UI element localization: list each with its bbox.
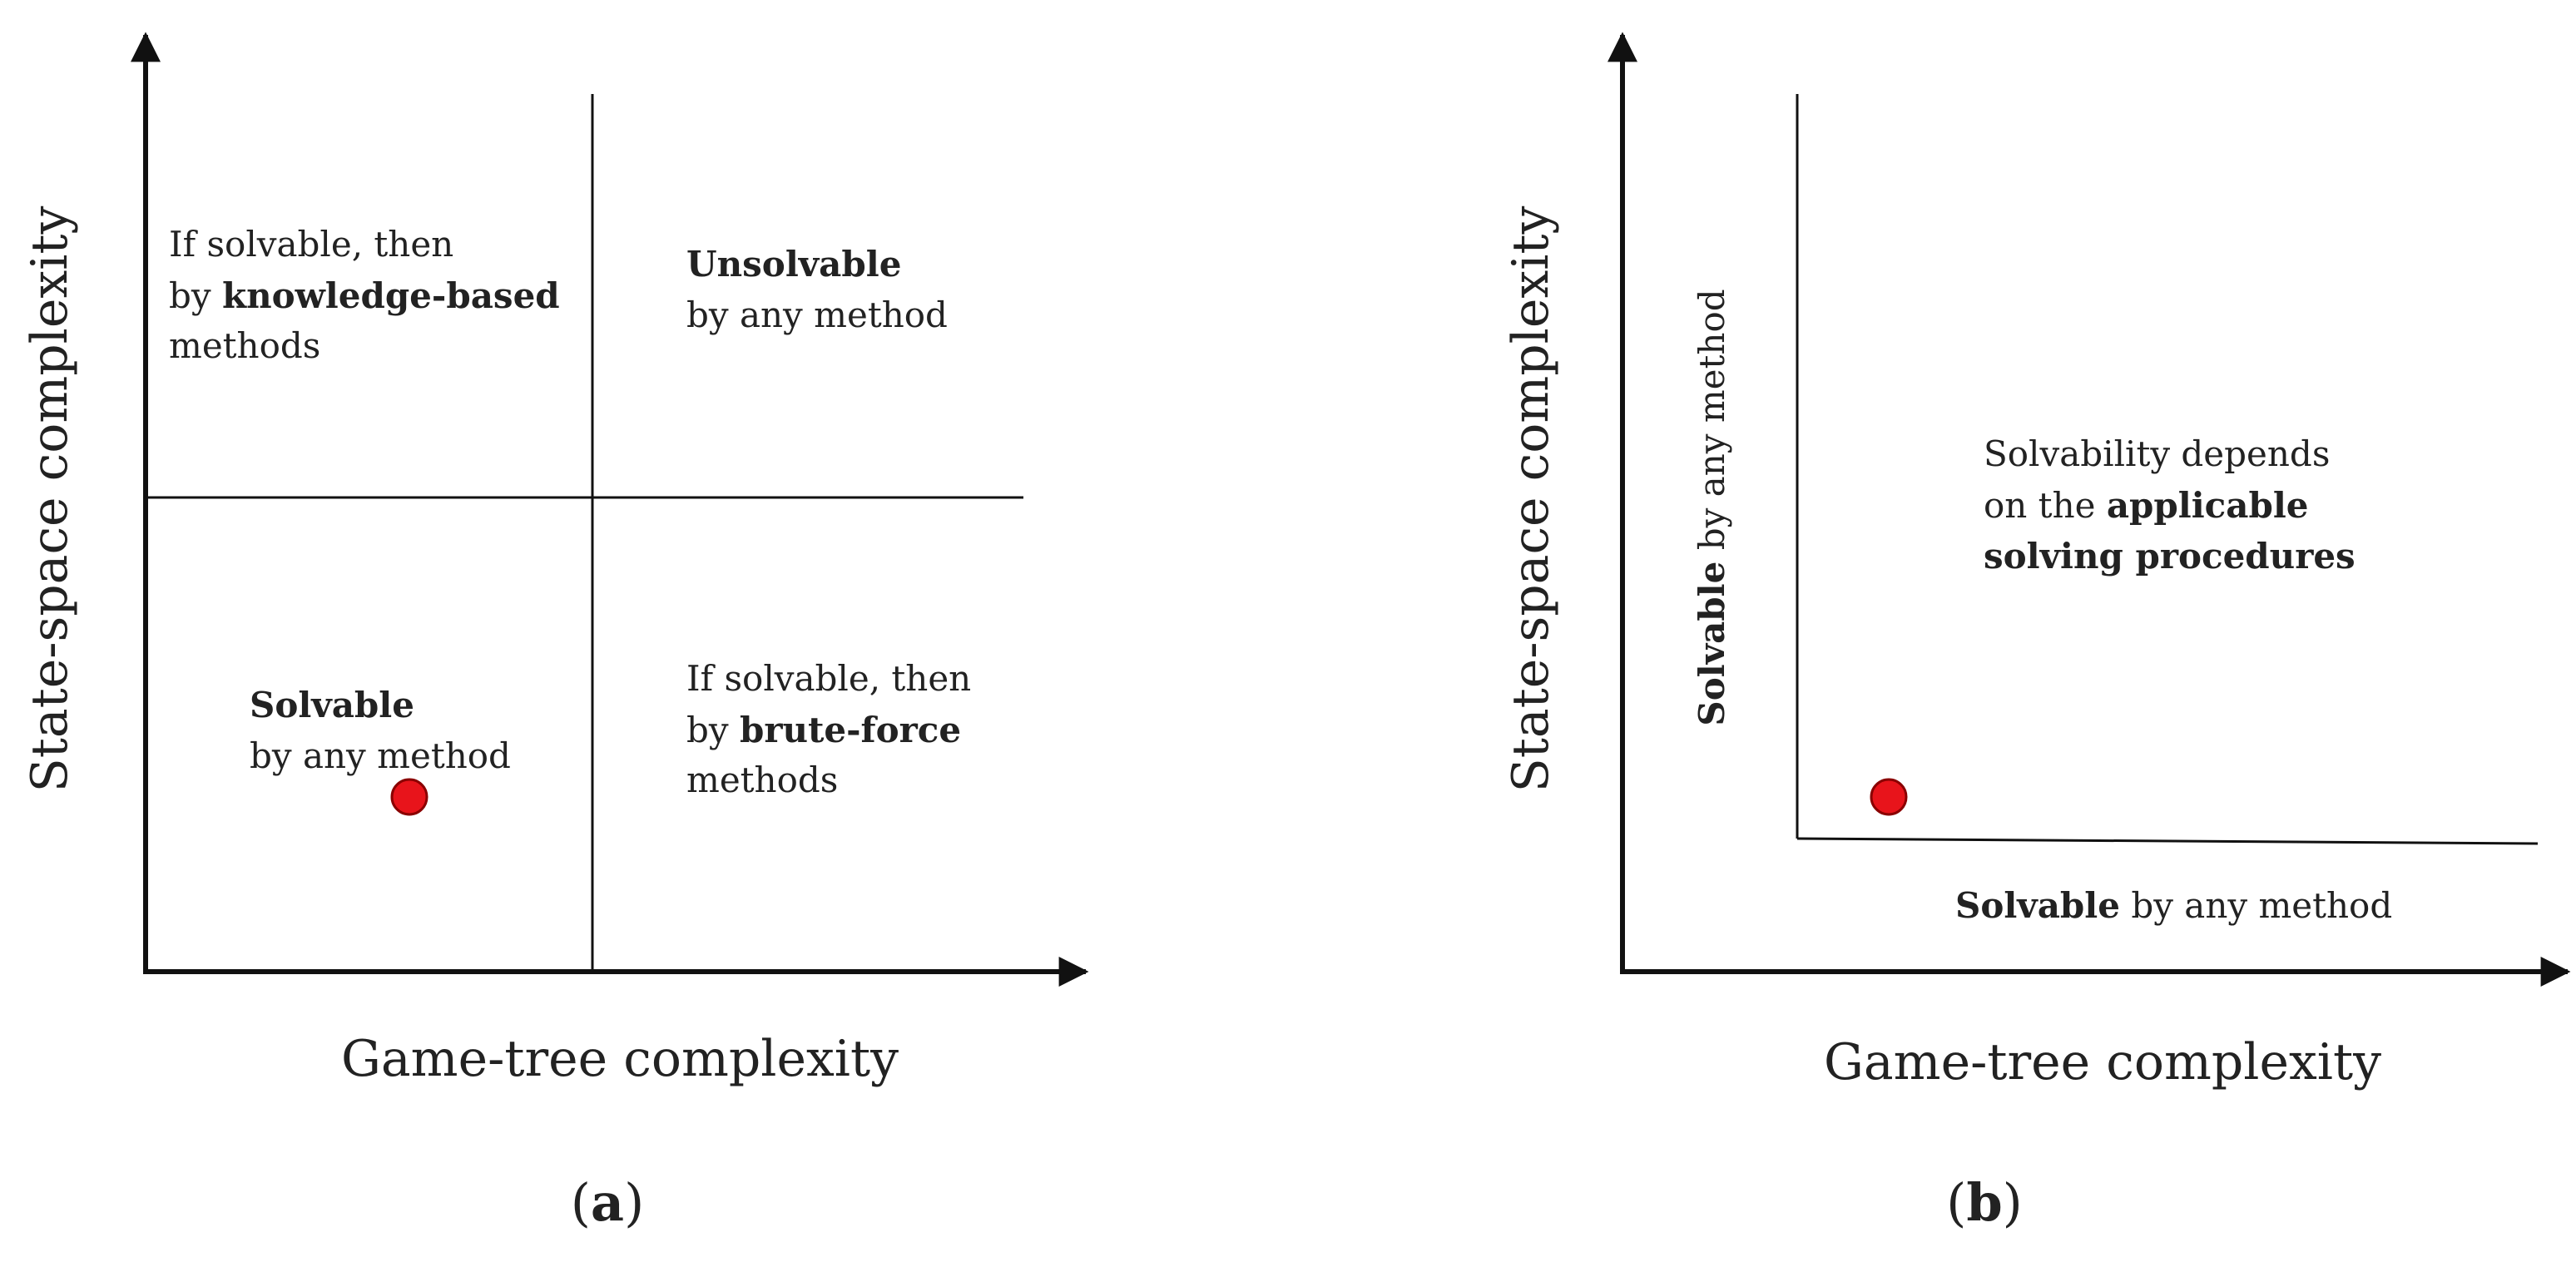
panel-a-top-left-line2: by knowledge-based <box>169 275 560 316</box>
panel-b: Solvable by any method Solvable by any m… <box>1502 32 2571 1233</box>
panel-a-marker <box>390 778 429 816</box>
panel-b-caption: (b) <box>1946 1172 2023 1233</box>
panel-b-region-line2: on the applicable <box>1984 485 2309 526</box>
panel-a-top-right-line1: Unsolvable <box>686 244 901 285</box>
panel-b-x-axis-title: Game-tree complexity <box>1824 1033 2381 1091</box>
panel-a-bottom-right-line1: If solvable, then <box>686 658 971 699</box>
panel-a-y-axis-title: State-space complexity <box>21 206 79 793</box>
panel-b-horizontal-boundary <box>1796 837 2539 845</box>
panel-a-top-left-line3: methods <box>169 325 320 366</box>
panel-b-y-axis-title: State-space complexity <box>1502 206 1560 793</box>
panel-b-marker <box>1870 778 1908 816</box>
panel-a-bottom-left-line2: by any method <box>250 735 511 776</box>
panel-a: If solvable, then by knowledge-based met… <box>21 32 1089 1233</box>
panel-b-horizontal-label: Solvable by any method <box>1955 885 2392 926</box>
panel-a-caption: (a) <box>571 1172 645 1233</box>
panel-a-bottom-left-line1: Solvable <box>250 685 414 725</box>
panel-a-top-right-line2: by any method <box>686 294 948 335</box>
panel-b-vertical-label: Solvable by any method <box>1692 289 1732 725</box>
panel-a-bottom-right-line3: methods <box>686 760 838 800</box>
panel-b-region-line1: Solvability depends <box>1984 433 2330 474</box>
panel-a-top-left-line1: If solvable, then <box>169 224 453 265</box>
panel-a-bottom-right-line2: by brute-force <box>686 710 961 750</box>
panel-b-region-line3: solving procedures <box>1984 536 2356 577</box>
panel-a-x-axis-title: Game-tree complexity <box>341 1030 899 1088</box>
